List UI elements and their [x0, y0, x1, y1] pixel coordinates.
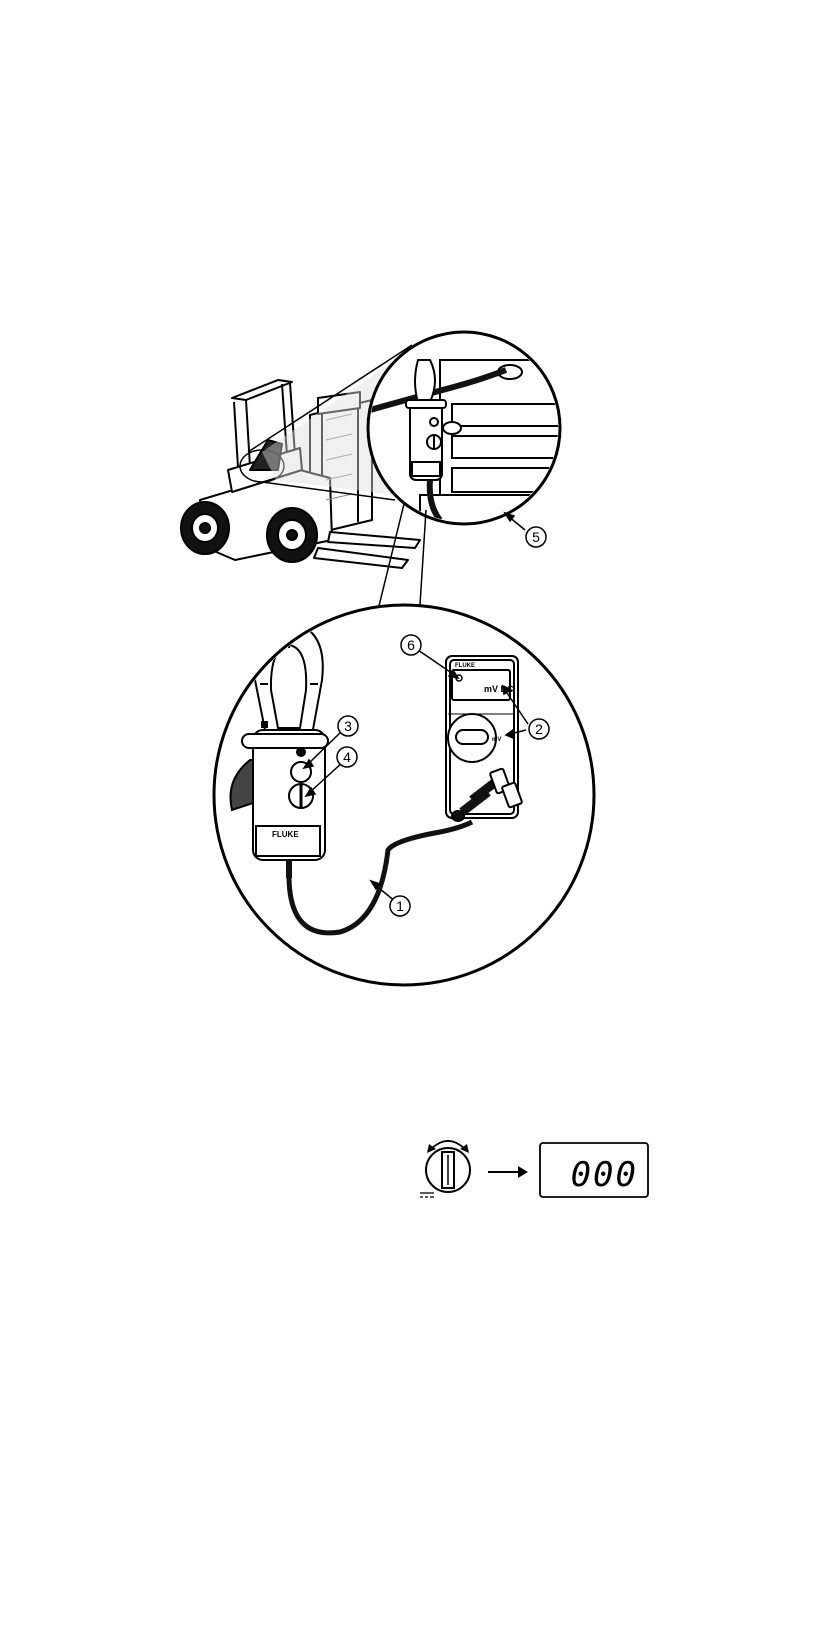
battery-zoom-view [368, 332, 640, 530]
zero-adjust-step: 000 [420, 1141, 648, 1197]
lcd-display-value: 000 [571, 1155, 638, 1195]
zero-adjust-knob [426, 1148, 470, 1192]
callout-2-label: 2 [535, 721, 543, 737]
callout-2: 2 [529, 719, 549, 739]
callout-5: 5 [526, 527, 546, 547]
lcd-display: 000 [540, 1143, 648, 1197]
meter-brand-label: FLUKE [455, 663, 475, 669]
dc-symbol [420, 1193, 434, 1197]
callout-3-label: 3 [344, 718, 352, 734]
callout-1: 1 [390, 896, 410, 916]
clamp-brand-label: FLUKE [272, 830, 299, 839]
callout-4: 4 [337, 747, 357, 767]
callout-1-label: 1 [396, 898, 404, 914]
meter-dial-symbol: mV [492, 737, 501, 743]
callout-4-label: 4 [343, 749, 351, 765]
callout-6: 6 [401, 635, 421, 655]
right-arrow-icon [488, 1166, 528, 1178]
callout-3: 3 [338, 716, 358, 736]
callout-6-label: 6 [407, 637, 415, 653]
callout-5-label: 5 [532, 529, 540, 545]
measurement-setup-view: FLUKE FLUKE mV DC mV [214, 605, 594, 985]
